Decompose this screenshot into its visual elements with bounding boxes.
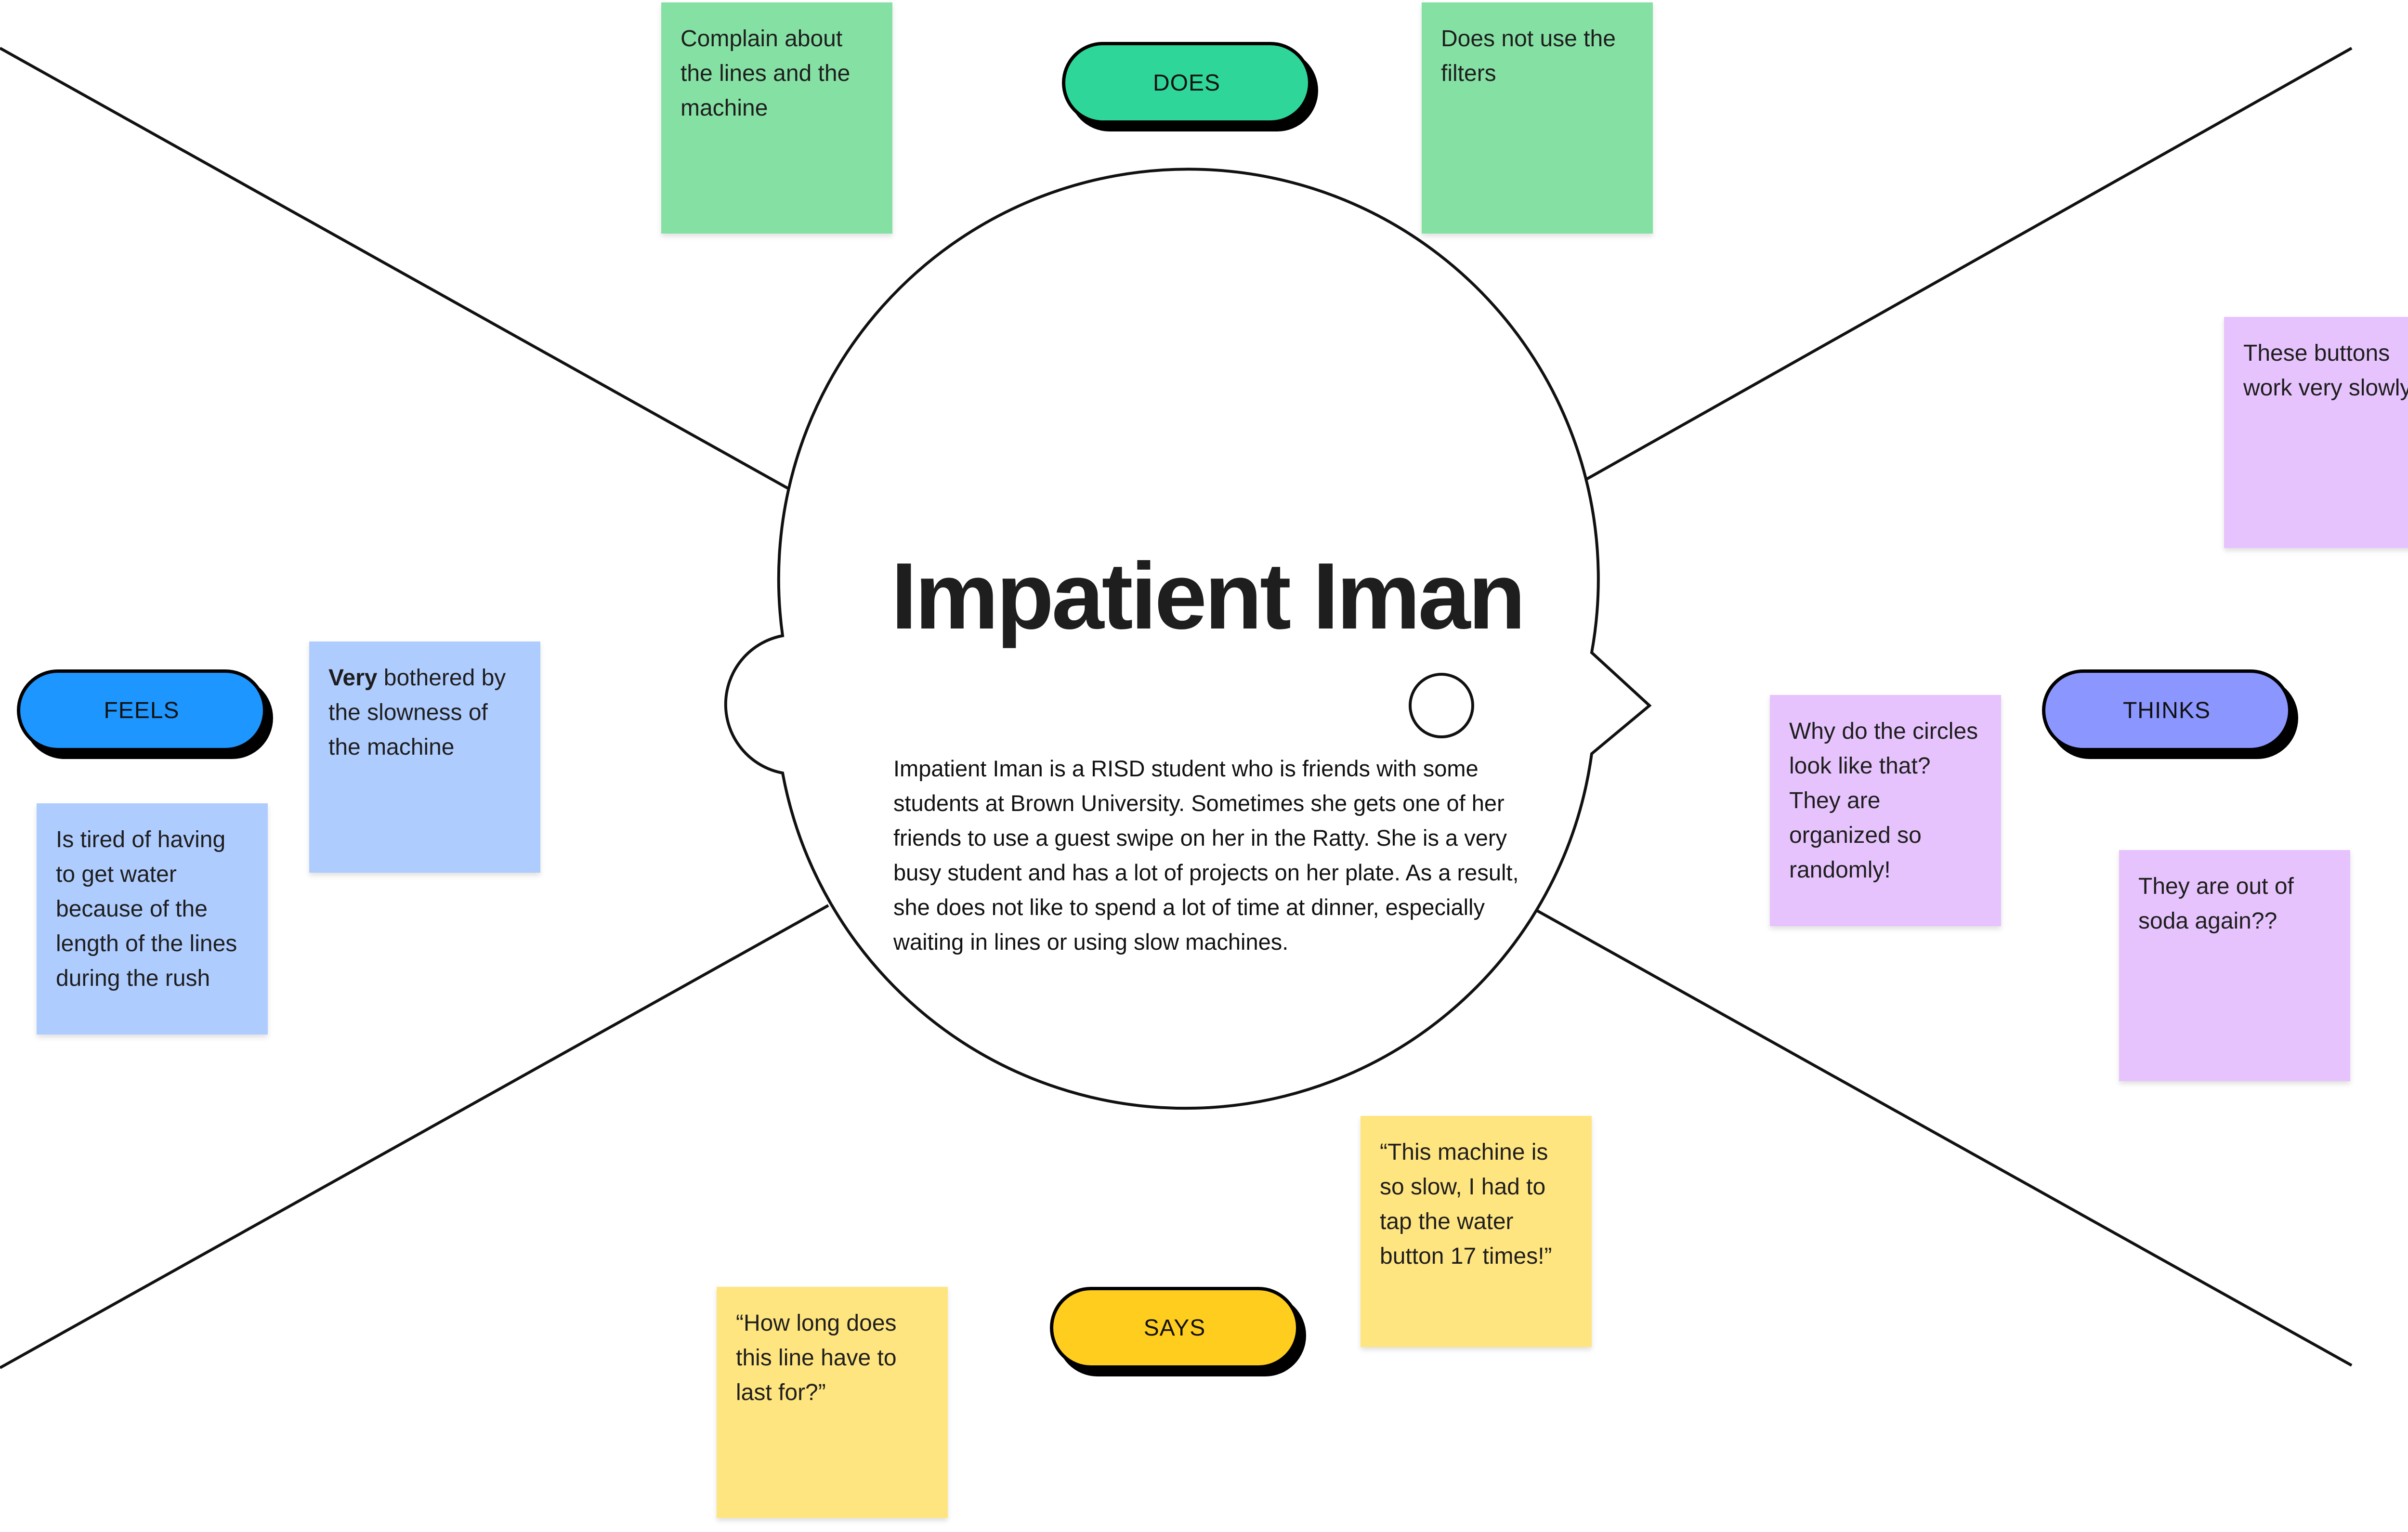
feels-label-text: FEELS — [104, 697, 180, 723]
sticky-note-thinks-1[interactable]: These buttons work very slowly — [2224, 317, 2408, 548]
thinks-label[interactable]: THINKS — [2042, 669, 2291, 751]
sticky-note-thinks-2[interactable]: Why do the circles look like that? They … — [1770, 695, 2001, 926]
sticky-note-feels-1-bold: Very — [328, 665, 378, 691]
divider-line-bottom-left — [0, 904, 829, 1369]
sticky-note-feels-1-text: bothered by the slowness of the machine — [328, 665, 506, 760]
divider-line-top-left — [0, 47, 827, 511]
sticky-note-thinks-3[interactable]: They are out of soda again?? — [2119, 850, 2350, 1081]
does-label-text: DOES — [1152, 70, 1221, 96]
persona-name: Impatient Iman — [891, 543, 1526, 649]
feels-label[interactable]: FEELS — [17, 669, 266, 751]
thinks-label-text: THINKS — [2122, 697, 2211, 723]
sticky-note-feels-2[interactable]: Is tired of having to get water because … — [37, 803, 268, 1034]
persona-description: Impatient Iman is a RISD student who is … — [893, 756, 1519, 955]
sticky-note-does-2[interactable]: Does not use the filters — [1422, 2, 1653, 234]
divider-line-top-right — [1540, 47, 2353, 506]
divider-line-bottom-right — [1535, 909, 2353, 1367]
sticky-note-says-1[interactable]: “This machine is so slow, I had to tap t… — [1361, 1116, 1592, 1347]
says-label[interactable]: SAYS — [1050, 1287, 1299, 1369]
sticky-note-says-2[interactable]: “How long does this line have to last fo… — [717, 1287, 948, 1518]
says-label-text: SAYS — [1143, 1315, 1206, 1341]
eye-circle — [1409, 673, 1474, 738]
sticky-note-feels-1[interactable]: Very bothered by the slowness of the mac… — [309, 642, 540, 873]
does-label[interactable]: DOES — [1062, 42, 1311, 124]
sticky-note-does-1[interactable]: Complain about the lines and the machine — [661, 2, 892, 234]
head-outline — [724, 168, 1652, 1110]
